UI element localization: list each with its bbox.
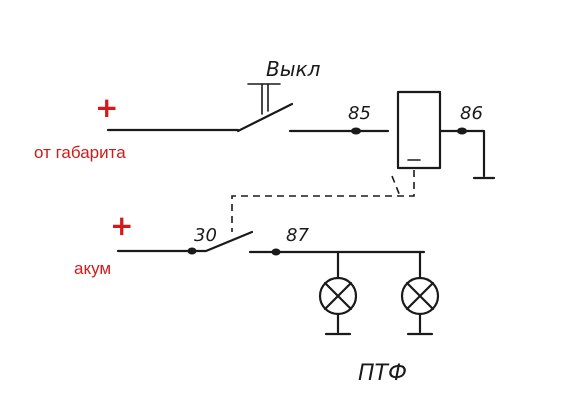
lamp-cross [323,281,353,311]
lamps-label: ПТФ [358,361,407,386]
pin30-label: 30 [194,225,217,246]
pin85-label: 85 [348,103,371,124]
relay-contact-blade [190,230,254,253]
switch-circuit [106,83,390,135]
battery-source-label: акум [74,259,111,278]
pin87-terminal [271,248,281,256]
fog-lamp-right [400,276,440,336]
relay-link-tick [391,175,401,197]
relay-mechanical-link [231,170,415,232]
wire-pin86-ground [438,129,486,178]
relay-coil-box [396,90,442,170]
pin86-terminal [457,127,467,135]
lamp-cross [405,281,435,311]
power-circuit [116,230,426,280]
pin86-label: 86 [460,103,483,124]
switch-blade [236,102,294,133]
switch-label: Выкл [266,57,321,81]
switch-pushbutton [247,83,281,115]
top-plus-sign: + [95,91,118,124]
pin87-label: 87 [286,225,309,246]
pin85-terminal [351,127,361,135]
bottom-plus-sign: + [110,209,133,242]
relay [396,90,496,180]
fog-lamp-left [318,276,358,336]
parking-lights-source-label: от габарита [34,143,126,162]
